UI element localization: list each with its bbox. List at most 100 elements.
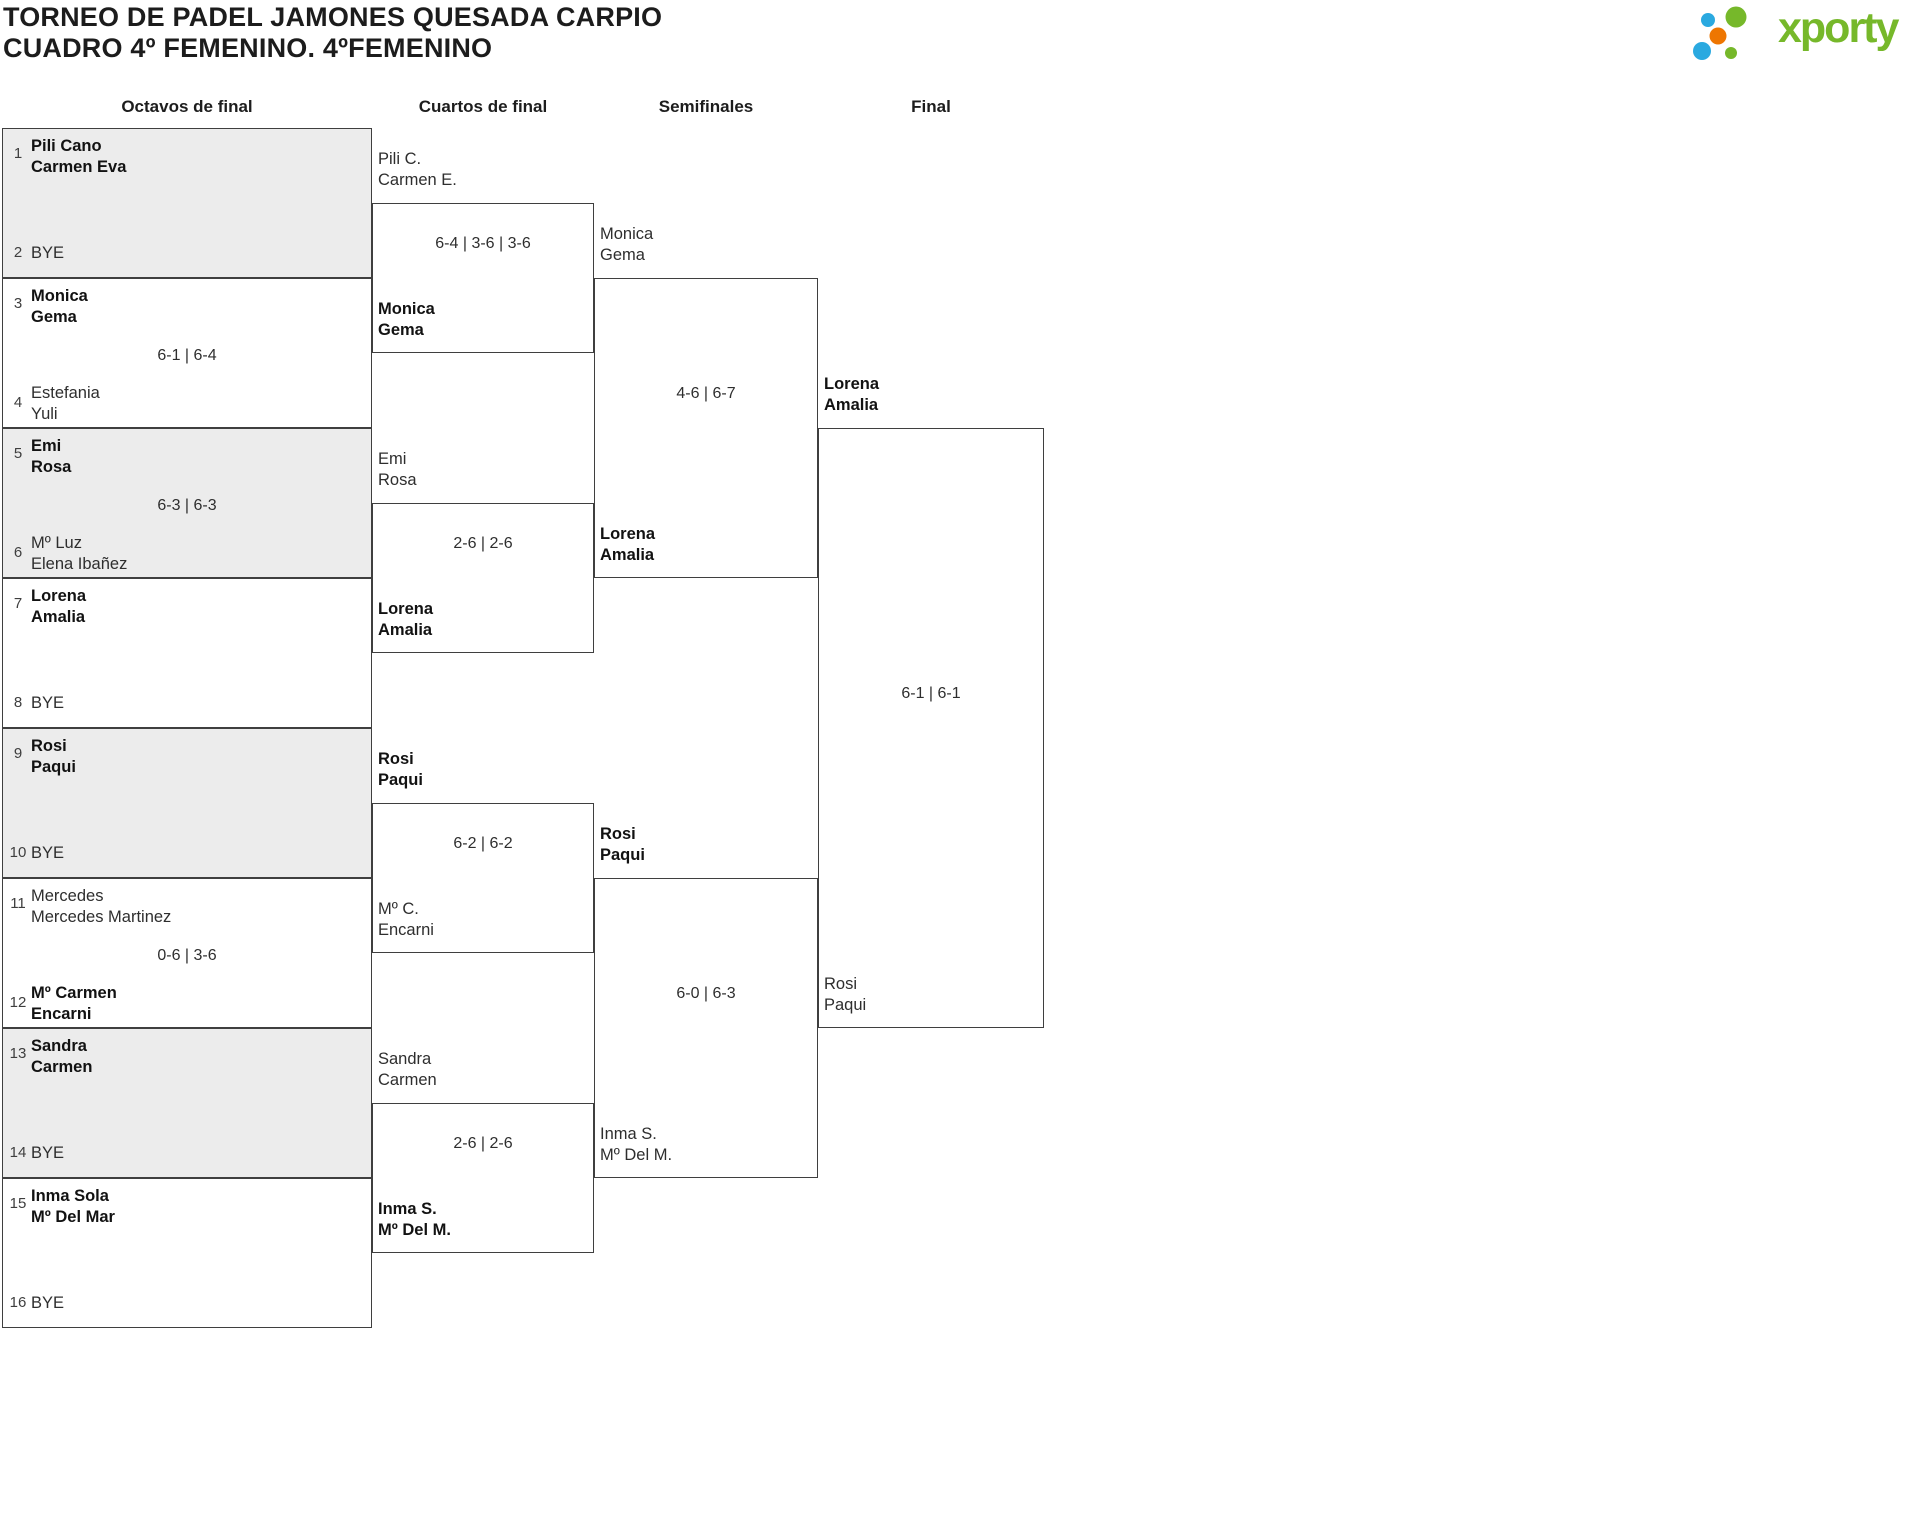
logo-dots-icon (1693, 6, 1747, 60)
advancing-team-label: Sandra (378, 1050, 432, 1068)
advancing-team-label: Pili C. (378, 150, 422, 168)
match-score: 0-6 | 3-6 (157, 947, 217, 964)
match-score: 6-3 | 6-3 (157, 497, 217, 514)
seed-number: 10 (9, 844, 27, 861)
match-score: 6-4 | 3-6 | 3-6 (435, 235, 531, 252)
advancing-team-label: Paqui (824, 996, 867, 1014)
advancing-team-label: Carmen E. (378, 171, 457, 189)
team-name: Pili Cano (31, 137, 102, 155)
advancing-team-label: Inma S. (378, 1200, 437, 1218)
bye-label: BYE (31, 244, 65, 262)
seed-number: 3 (13, 295, 23, 312)
advancing-team-label: Rosi (600, 825, 636, 843)
advancing-team-label: Encarni (378, 921, 434, 939)
advancing-team-label: Lorena (600, 525, 656, 543)
advancing-team-label: Lorena (378, 600, 434, 618)
advancing-team-label: Monica (600, 225, 654, 243)
match-score: 4-6 | 6-7 (676, 385, 736, 402)
advancing-team-label: Mº C. (378, 900, 419, 918)
quarterfinal-match-box: 6-2 | 6-2 (372, 803, 594, 953)
advancing-team-label: Amalia (824, 396, 879, 414)
team-name: Mº Carmen (31, 984, 117, 1002)
match-score: 2-6 | 2-6 (453, 1135, 513, 1152)
seed-number: 5 (13, 445, 23, 462)
advancing-team-label: Mº Del M. (378, 1221, 451, 1239)
team-name: Carmen (31, 1058, 93, 1076)
seed-number: 2 (13, 244, 23, 261)
team-name: Monica (31, 287, 88, 305)
advancing-team-label: Amalia (378, 621, 433, 639)
seed-number: 6 (13, 544, 23, 561)
round-header-semifinales: Semifinales (658, 97, 754, 116)
team-name: Estefania (31, 384, 100, 402)
team-name: Gema (31, 308, 77, 326)
advancing-team-label: Mº Del M. (600, 1146, 673, 1164)
quarterfinal-match-box: 2-6 | 2-6 (372, 503, 594, 653)
advancing-team-label: Paqui (600, 846, 645, 864)
team-name: Inma Sola (31, 1187, 109, 1205)
match-score: 6-1 | 6-1 (901, 685, 961, 702)
quarterfinal-match-box: 2-6 | 2-6 (372, 1103, 594, 1253)
page-title: TORNEO DE PADEL JAMONES QUESADA CARPIO C… (3, 2, 662, 64)
team-name: Sandra (31, 1037, 87, 1055)
seed-number: 14 (9, 1144, 27, 1161)
advancing-team-label: Paqui (378, 771, 423, 789)
team-name: Yuli (31, 405, 58, 423)
team-name: Rosi (31, 737, 67, 755)
team-name: Encarni (31, 1005, 92, 1023)
bye-label: BYE (31, 1294, 65, 1312)
team-name: Rosa (31, 458, 72, 476)
bye-label: BYE (31, 844, 65, 862)
match-score: 2-6 | 2-6 (453, 535, 513, 552)
logo-wordmark: xporty (1778, 4, 1899, 52)
advancing-team-label: Gema (600, 246, 645, 264)
advancing-team-label: Gema (378, 321, 424, 339)
seed-number: 4 (13, 394, 23, 411)
semifinal-match-box: 4-6 | 6-7 (594, 278, 818, 578)
advancing-team-label: Rosa (378, 471, 417, 489)
team-name: Lorena (31, 587, 87, 605)
seed-number: 1 (13, 145, 23, 162)
team-name: Mº Del Mar (31, 1208, 115, 1226)
round-header-cuartos: Cuartos de final (418, 97, 548, 116)
seed-number: 13 (9, 1045, 27, 1062)
team-name: Paqui (31, 758, 76, 776)
seed-number: 9 (13, 745, 23, 762)
xporty-logo[interactable]: xporty (1686, 0, 1920, 64)
final-match-box: 6-1 | 6-1 (818, 428, 1044, 1028)
seed-number: 11 (10, 895, 26, 912)
advancing-team-label: Emi (378, 450, 407, 468)
team-name: Mº Luz (31, 534, 82, 552)
bye-label: BYE (31, 1144, 65, 1162)
seed-number: 7 (13, 595, 23, 612)
advancing-team-label: Carmen (378, 1071, 437, 1089)
seed-number: 12 (9, 994, 27, 1011)
seed-number: 15 (9, 1195, 27, 1212)
seed-number: 8 (13, 694, 23, 711)
title-line-2: CUADRO 4º FEMENINO. 4ºFEMENINO (3, 33, 493, 63)
team-name: Emi (31, 437, 62, 455)
advancing-team-label: Lorena (824, 375, 880, 393)
title-line-1: TORNEO DE PADEL JAMONES QUESADA CARPIO (3, 2, 663, 32)
bye-label: BYE (31, 694, 65, 712)
team-name: Amalia (31, 608, 86, 626)
round-header-octavos: Octavos de final (121, 97, 253, 116)
match-score: 6-1 | 6-4 (157, 347, 217, 364)
team-name: Mercedes Martinez (31, 908, 172, 926)
advancing-team-label: Monica (378, 300, 435, 318)
advancing-team-label: Rosi (824, 975, 858, 993)
quarterfinal-match-box: 6-4 | 3-6 | 3-6 (372, 203, 594, 353)
match-score: 6-2 | 6-2 (453, 835, 513, 852)
advancing-team-label: Amalia (600, 546, 655, 564)
advancing-team-label: Inma S. (600, 1125, 657, 1143)
round-header-final: Final (911, 97, 951, 116)
